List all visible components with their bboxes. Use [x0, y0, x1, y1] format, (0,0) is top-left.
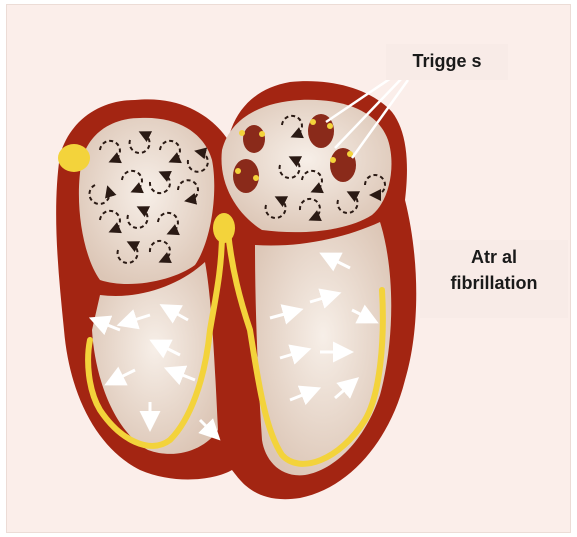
av-node-icon: [213, 213, 235, 243]
left-atrium-chamber: [79, 118, 214, 284]
af-label-line2: fibrillation: [420, 270, 568, 296]
trigger-focus-icon: [243, 125, 265, 153]
atrial-fibrillation-label: Atr al fibrillation: [420, 240, 568, 318]
af-label-line1: Atr al: [420, 244, 568, 270]
triggers-label: Trigge s: [386, 44, 508, 80]
triggers-label-text: Trigge s: [412, 51, 481, 71]
sa-node-icon: [58, 144, 90, 172]
